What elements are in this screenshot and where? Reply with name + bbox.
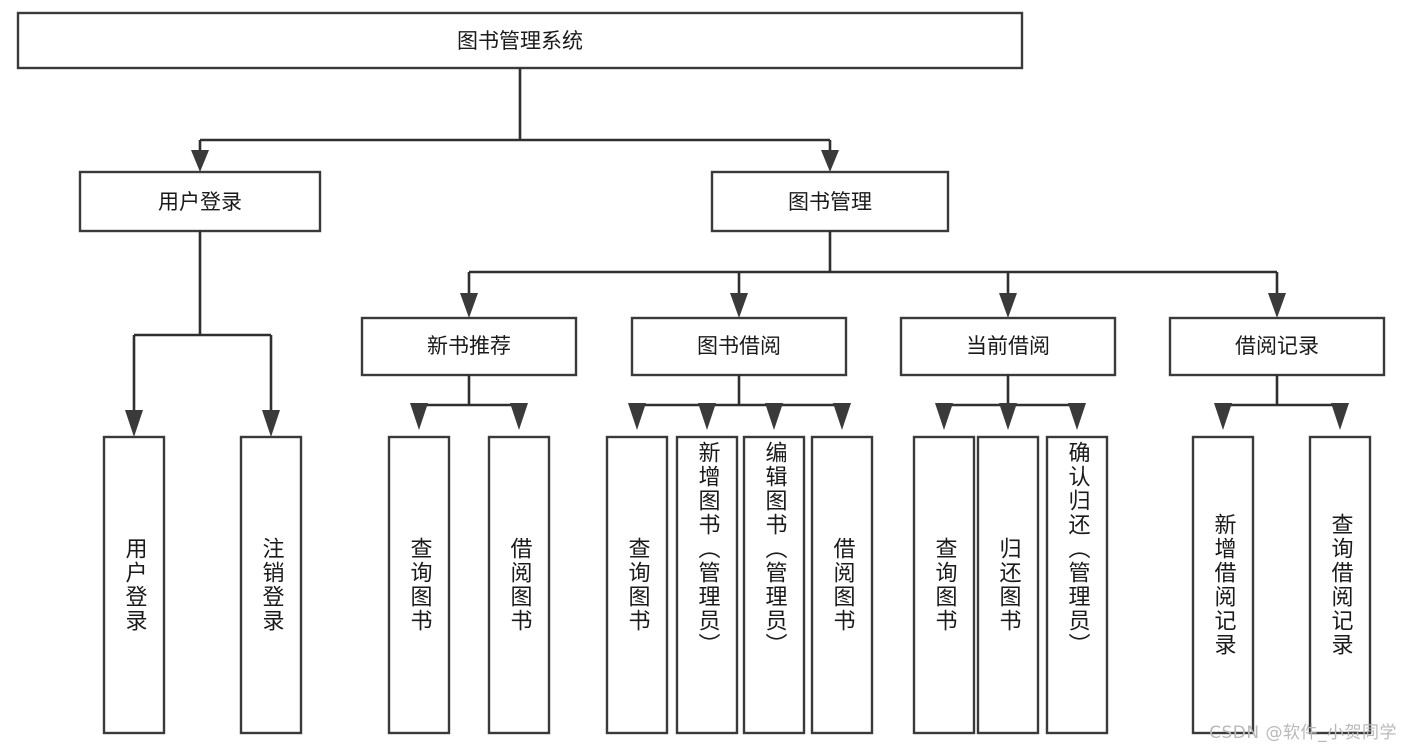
arrow-book-borrow-leaf-4-icon (833, 403, 851, 430)
leaf-box-current-borrow-3[interactable] (1045, 435, 1109, 735)
arrow-to-book-borrow-icon (730, 293, 748, 318)
arrow-current-borrow-leaf-1-icon (935, 403, 953, 430)
arrow-to-book-manage-icon (821, 150, 839, 172)
node-book-manage-label: 图书管理 (788, 190, 872, 214)
leaf-box-book-borrow-1[interactable] (605, 435, 669, 735)
arrow-user-login-leaf-2-icon (262, 410, 280, 437)
connector-user-login-to-leaves (125, 231, 280, 437)
node-book-borrow[interactable]: 图书借阅 (630, 316, 848, 377)
arrow-new-book-leaf-2-icon (510, 403, 528, 430)
leaf-box-borrow-record-2[interactable] (1308, 435, 1372, 735)
arrow-book-borrow-leaf-3-icon (765, 403, 783, 430)
connector-borrow-record-to-leaves (1214, 375, 1349, 430)
node-current-borrow-label: 当前借阅 (966, 334, 1050, 358)
watermark-text: CSDN @软件_小贺同学 (1209, 723, 1397, 743)
leaf-box-borrow-record-1[interactable] (1191, 435, 1255, 735)
leaf-box-current-borrow-1[interactable] (912, 435, 976, 735)
connector-book-manage-to-level3 (460, 231, 1286, 318)
node-book-manage-box[interactable] (710, 170, 950, 233)
node-book-borrow-box[interactable] (630, 316, 848, 377)
arrow-book-borrow-leaf-1-icon (628, 403, 646, 430)
node-root[interactable]: 图书管理系统 (16, 11, 1024, 70)
leaf-box-new-book-2[interactable] (487, 435, 551, 735)
node-book-manage[interactable]: 图书管理 (710, 170, 950, 233)
node-root-box[interactable] (16, 11, 1024, 70)
node-book-borrow-label: 图书借阅 (697, 334, 781, 358)
connector-current-borrow-to-leaves (935, 375, 1086, 430)
node-borrow-record-box[interactable] (1168, 316, 1386, 377)
leaf-box-book-borrow-4[interactable] (810, 435, 874, 735)
node-current-borrow-box[interactable] (899, 316, 1117, 377)
leaf-box-book-borrow-3[interactable] (742, 435, 806, 735)
node-new-book-recommend[interactable]: 新书推荐 (360, 316, 578, 377)
leaf-box-user-login-1[interactable] (102, 435, 166, 735)
leaf-box-new-book-1[interactable] (387, 435, 451, 735)
arrow-borrow-record-leaf-2-icon (1331, 403, 1349, 430)
node-new-book-recommend-box[interactable] (360, 316, 578, 377)
arrow-to-current-borrow-icon (999, 293, 1017, 318)
node-user-login-label: 用户登录 (158, 190, 242, 214)
node-borrow-record[interactable]: 借阅记录 (1168, 316, 1386, 377)
arrow-user-login-leaf-1-icon (125, 410, 143, 437)
node-borrow-record-label: 借阅记录 (1235, 334, 1319, 358)
leaf-box-user-login-2[interactable] (239, 435, 303, 735)
node-current-borrow[interactable]: 当前借阅 (899, 316, 1117, 377)
arrow-new-book-leaf-1-icon (410, 403, 428, 430)
arrow-borrow-record-leaf-1-icon (1214, 403, 1232, 430)
arrow-to-borrow-record-icon (1268, 293, 1286, 318)
arrow-current-borrow-leaf-3-icon (1068, 403, 1086, 430)
arrow-current-borrow-leaf-2-icon (999, 403, 1017, 430)
leaf-box-current-borrow-2[interactable] (976, 435, 1040, 735)
node-root-label: 图书管理系统 (457, 29, 583, 53)
connector-root-to-level2 (191, 68, 839, 172)
arrow-book-borrow-leaf-2-icon (698, 403, 716, 430)
arrow-to-user-login-icon (191, 150, 209, 172)
node-user-login[interactable]: 用户登录 (78, 170, 322, 233)
leaf-box-book-borrow-2[interactable] (675, 435, 739, 735)
node-new-book-recommend-label: 新书推荐 (427, 334, 511, 358)
arrow-to-new-book-icon (460, 293, 478, 318)
connector-new-book-to-leaves (410, 375, 528, 430)
connector-book-borrow-to-leaves (628, 375, 851, 430)
